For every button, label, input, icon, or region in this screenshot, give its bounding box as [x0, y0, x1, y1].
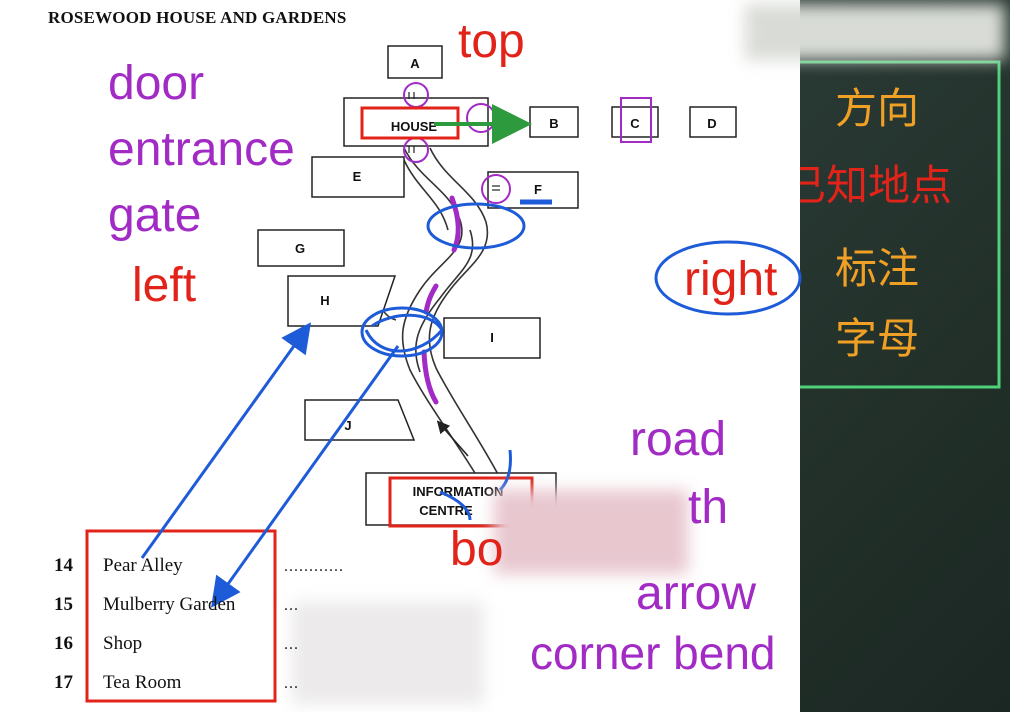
annotation-arrow: arrow: [636, 567, 757, 620]
question-number-17: 17: [54, 672, 73, 693]
svg-text:I: I: [490, 330, 494, 345]
blue-annotations: [360, 199, 802, 521]
svg-text:E: E: [353, 169, 362, 184]
svg-text:D: D: [707, 116, 716, 131]
svg-text:C: C: [630, 116, 640, 131]
path-direction-arrow: [436, 420, 469, 457]
box-J: J: [304, 399, 416, 441]
blurred-note-center: [494, 490, 688, 574]
svg-text:F: F: [534, 182, 542, 197]
annotation-door: door: [108, 57, 205, 110]
annotation-corner-bend: corner bend: [530, 627, 776, 679]
box-A: A: [387, 45, 443, 79]
answer-blank-15[interactable]: ...: [284, 597, 299, 614]
svg-text:B: B: [549, 116, 558, 131]
question-number-14: 14: [54, 555, 73, 576]
box-H: H: [287, 275, 397, 327]
box-G: G: [257, 229, 345, 267]
question-number-15: 15: [54, 594, 73, 615]
svg-text:H: H: [320, 293, 329, 308]
annotation-road: road: [630, 413, 727, 466]
blurred-answers: [292, 602, 484, 704]
question-label-tea-room: Tea Room: [103, 672, 182, 693]
annotation-top: top: [458, 15, 525, 68]
answer-blank-14[interactable]: ............: [284, 558, 344, 575]
question-number-16: 16: [54, 633, 73, 654]
document-title: ROSEWOOD HOUSE AND GARDENS: [48, 8, 347, 27]
box-D: D: [689, 106, 737, 138]
svg-text:CENTRE: CENTRE: [419, 503, 473, 518]
annotation-entrance: entrance: [108, 123, 295, 176]
annotation-path-partial: th: [688, 481, 729, 534]
board-line-label: 标注: [835, 244, 920, 293]
annotation-right: right: [684, 253, 778, 306]
board-line-letters: 字母: [835, 314, 920, 363]
svg-text:A: A: [410, 56, 420, 71]
svg-text:INFORMATION: INFORMATION: [413, 484, 504, 499]
svg-text:HOUSE: HOUSE: [391, 119, 438, 134]
svg-text:G: G: [295, 241, 305, 256]
blurred-overlay-top: [745, 4, 1005, 60]
box-E: E: [311, 156, 405, 198]
box-I: I: [443, 317, 541, 359]
annotation-bottom-partial: bo: [450, 523, 504, 576]
question-label-shop: Shop: [103, 633, 143, 654]
answer-blank-16[interactable]: ...: [284, 636, 299, 653]
blackboard-panel: [800, 0, 1010, 712]
question-label-pear-alley: Pear Alley: [103, 555, 183, 576]
svg-text:J: J: [344, 418, 351, 433]
board-line-direction: 方向: [835, 84, 920, 133]
question-label-mulberry-garden: Mulberry Garden: [103, 594, 236, 615]
door-marks: [408, 92, 500, 191]
winding-road: [379, 147, 501, 479]
blue-arrow-to-mulberry-garden: [211, 345, 400, 608]
answer-blank-17[interactable]: ...: [284, 675, 299, 692]
board-line-known-places: 已知地点: [784, 161, 953, 210]
annotation-gate: gate: [108, 189, 202, 242]
blue-arrow-pear-alley-to-h: [140, 322, 311, 559]
annotation-left: left: [132, 259, 197, 312]
box-B: B: [529, 106, 579, 138]
